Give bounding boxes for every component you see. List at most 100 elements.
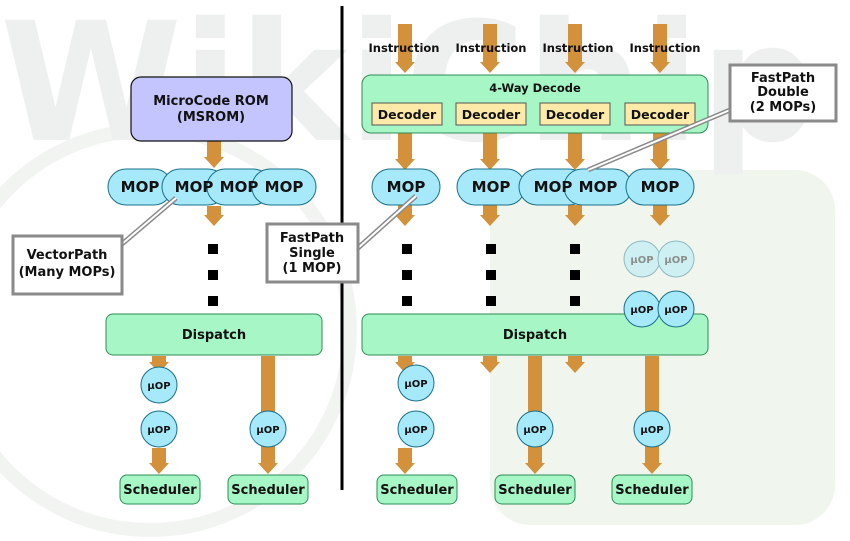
callout-box bbox=[728, 63, 838, 123]
decoder-group: Decoder Decoder Decoder Decoder bbox=[371, 102, 696, 126]
instruction-label: Instruction bbox=[629, 41, 700, 55]
mop-pill bbox=[251, 168, 317, 206]
mop-label: MOP bbox=[534, 178, 573, 196]
ellipsis-dot bbox=[570, 270, 580, 280]
flow-arrow bbox=[480, 356, 500, 373]
right-ellipsis-dots bbox=[402, 244, 580, 306]
ellipsis-dot bbox=[402, 296, 412, 306]
uop-circle bbox=[140, 410, 178, 448]
flow-arrow bbox=[565, 133, 585, 170]
flow-arrow bbox=[204, 141, 224, 168]
flow-arrow bbox=[149, 448, 169, 474]
uop-label: µOP bbox=[664, 305, 687, 316]
decoder-label: Decoder bbox=[378, 107, 437, 122]
scheduler-label: Scheduler bbox=[380, 483, 454, 498]
callout-line: VectorPath bbox=[27, 248, 108, 263]
left-ellipsis-dots bbox=[208, 244, 218, 306]
flow-arrow bbox=[204, 206, 224, 226]
scheduler-label: Scheduler bbox=[615, 483, 689, 498]
four-way-decode: 4-Way Decode bbox=[361, 74, 709, 134]
decoder-box bbox=[371, 102, 443, 126]
flow-arrow bbox=[565, 24, 585, 73]
right-dispatch-label: Dispatch bbox=[503, 328, 567, 343]
callout-line: FastPath bbox=[751, 71, 815, 86]
uop-circle bbox=[516, 410, 554, 448]
left-dispatch-box bbox=[105, 313, 323, 356]
uop-circle bbox=[397, 364, 435, 402]
callout-box bbox=[11, 234, 124, 296]
scheduler-label: Scheduler bbox=[498, 483, 572, 498]
mop-label: MOP bbox=[265, 178, 304, 196]
callout-fastpath-double: FastPath Double (2 MOPs) bbox=[587, 63, 838, 173]
flow-arrow bbox=[650, 205, 670, 226]
uop-circle bbox=[397, 410, 435, 448]
ellipsis-dot bbox=[486, 244, 496, 254]
scheduler-label: Scheduler bbox=[231, 483, 305, 498]
flow-arrow bbox=[395, 24, 415, 73]
callout-line: FastPath bbox=[280, 231, 344, 246]
ellipsis-dot bbox=[486, 296, 496, 306]
uop-circle bbox=[657, 240, 695, 278]
flow-arrow bbox=[395, 133, 415, 170]
mop-label: MOP bbox=[387, 178, 426, 196]
left-dispatch-label: Dispatch bbox=[182, 328, 246, 343]
uop-circle bbox=[140, 366, 178, 404]
scheduler-box bbox=[376, 474, 458, 505]
callout-line: (1 MOP) bbox=[283, 261, 342, 276]
flow-arrow bbox=[480, 205, 500, 226]
instruction-label: Instruction bbox=[542, 41, 613, 55]
scheduler-box bbox=[494, 474, 576, 505]
uop-label: µOP bbox=[147, 425, 170, 436]
flow-arrow bbox=[565, 205, 585, 226]
uop-circle bbox=[633, 410, 671, 448]
uop-label: µOP bbox=[523, 425, 546, 436]
callout-line: (2 MOPs) bbox=[750, 100, 816, 115]
uop-label: µOP bbox=[404, 425, 427, 436]
callout-line: Double bbox=[757, 85, 809, 100]
faded-uop-pair: µOP µOP bbox=[623, 240, 695, 278]
mop-pill bbox=[625, 168, 695, 206]
mop-label: MOP bbox=[472, 178, 511, 196]
uop-circle bbox=[657, 290, 695, 328]
mop-label: MOP bbox=[220, 178, 259, 196]
callout-fastpath-single: FastPath Single (1 MOP) bbox=[265, 194, 418, 284]
uop-label: µOP bbox=[147, 381, 170, 392]
mop-label: MOP bbox=[641, 178, 680, 196]
scheduler-box bbox=[119, 474, 201, 505]
uop-label: µOP bbox=[630, 255, 653, 266]
mop-label: MOP bbox=[175, 178, 214, 196]
decoder-label: Decoder bbox=[546, 107, 605, 122]
left-dispatch: Dispatch bbox=[105, 313, 323, 356]
callout-line: Single bbox=[289, 246, 335, 261]
microcode-rom-title: MicroCode ROM bbox=[153, 94, 269, 109]
ellipsis-dot bbox=[208, 244, 218, 254]
callout-pointer-core bbox=[587, 109, 731, 171]
right-dispatch-box bbox=[361, 313, 709, 356]
uop-label: µOP bbox=[664, 255, 687, 266]
flow-arrow bbox=[395, 448, 415, 474]
flow-arrow bbox=[650, 24, 670, 73]
callout-pointer-core bbox=[121, 197, 177, 245]
callout-vectorpath: VectorPath (Many MOPs) bbox=[11, 196, 178, 296]
instruction-label: Instruction bbox=[455, 41, 526, 55]
ellipsis-dot bbox=[486, 270, 496, 280]
flow-arrow bbox=[565, 356, 585, 373]
ellipsis-dot bbox=[570, 296, 580, 306]
ellipsis-dot bbox=[208, 296, 218, 306]
decoder-box bbox=[539, 102, 611, 126]
flow-arrow bbox=[149, 356, 169, 373]
four-way-decode-title: 4-Way Decode bbox=[489, 81, 581, 95]
microcode-rom: MicroCode ROM (MSROM) bbox=[130, 76, 293, 142]
decoder-label: Decoder bbox=[462, 107, 521, 122]
decoder-label: Decoder bbox=[631, 107, 690, 122]
flow-arrow bbox=[395, 356, 415, 373]
four-way-decode-box bbox=[361, 74, 709, 134]
